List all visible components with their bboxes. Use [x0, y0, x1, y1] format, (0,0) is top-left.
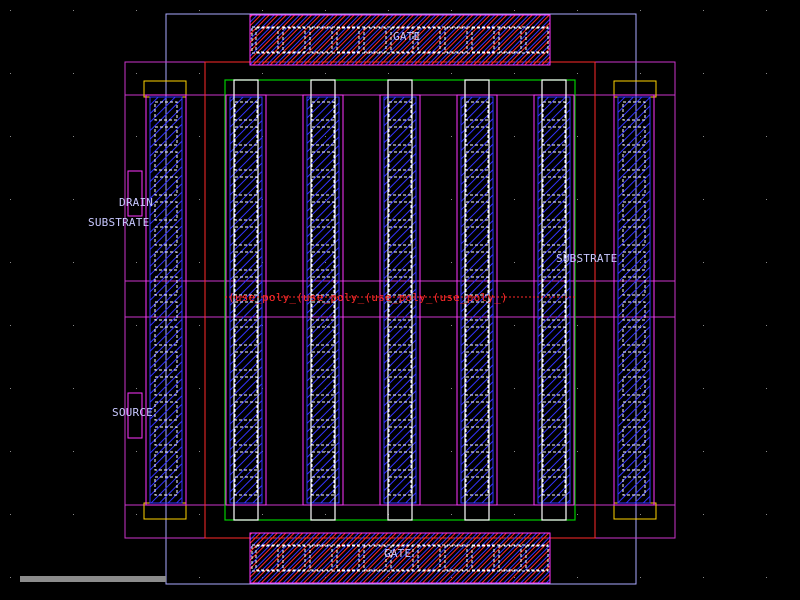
horizontal-scrollbar[interactable]: [20, 576, 166, 582]
gate-bottom-bar[interactable]: [249, 532, 551, 584]
finger-5[interactable]: [456, 79, 498, 521]
finger-4[interactable]: [379, 79, 421, 521]
gate-bottom-label: GATE: [384, 547, 412, 560]
poly-text-label: (use_poly_(use_poly_(use_poly_(use_poly_…: [228, 291, 508, 304]
finger-columns: [145, 27, 655, 571]
finger-7[interactable]: [613, 94, 655, 506]
drain-label: DRAIN: [119, 196, 154, 209]
source-label: SOURCE: [112, 406, 153, 419]
finger-1[interactable]: [145, 94, 187, 506]
finger-3[interactable]: [302, 79, 344, 521]
substrate-left-label: SUBSTRATE: [88, 216, 150, 229]
gate-top-bar[interactable]: [249, 14, 551, 66]
source-pin[interactable]: [127, 392, 143, 439]
drain-pin[interactable]: [127, 170, 143, 217]
substrate-right-label: SUBSTRATE: [556, 252, 618, 265]
finger-2[interactable]: [225, 79, 267, 521]
finger-6[interactable]: [533, 79, 575, 521]
gate-top-label: GATE: [393, 30, 421, 43]
